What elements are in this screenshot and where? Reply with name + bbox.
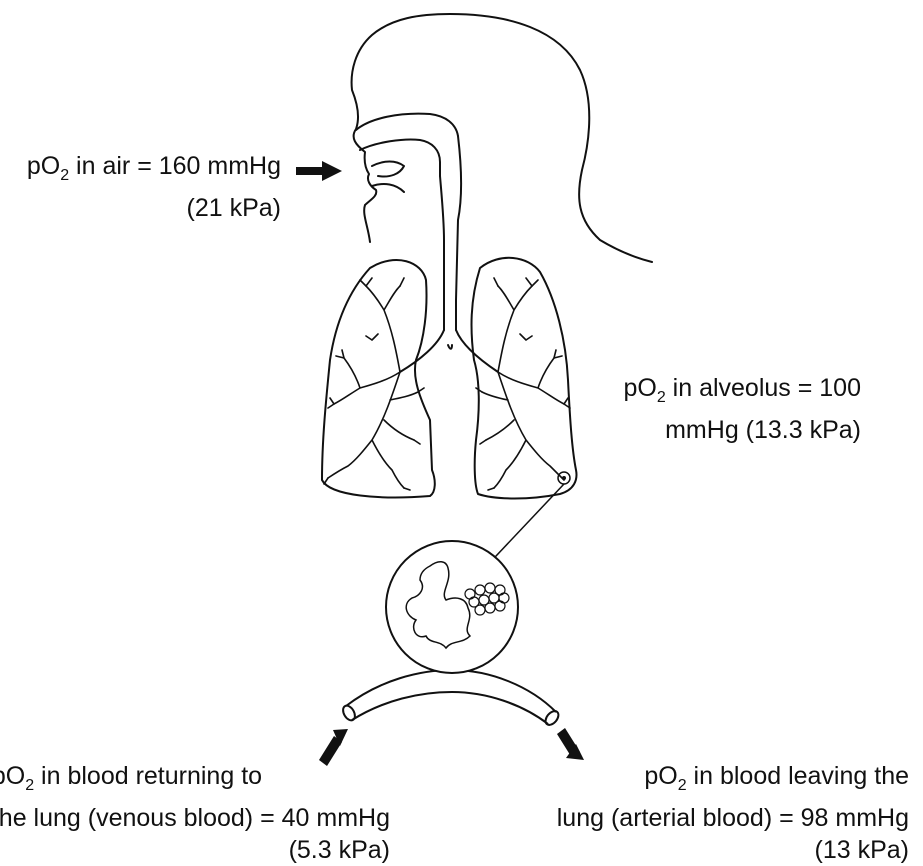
arrow-arterial-out xyxy=(557,728,584,760)
blood-vessel xyxy=(341,670,561,727)
left-bronchial-tree xyxy=(324,278,424,490)
pharynx xyxy=(456,136,461,330)
left-lung xyxy=(322,260,435,497)
label-arterial-blood: pO2 in blood leaving the lung (arterial … xyxy=(557,760,909,866)
head-outline xyxy=(352,14,652,262)
label-venous-blood: pO2 in blood returning to the lung (veno… xyxy=(0,760,390,866)
nasal-cavity xyxy=(356,114,458,136)
trachea-right-bronchus xyxy=(456,330,498,372)
label-air: pO2 in air = 160 mmHg (21 kPa) xyxy=(27,150,281,224)
label-alveolus: pO2 in alveolus = 100 mmHg (13.3 kPa) xyxy=(623,372,861,446)
arrow-into-mouth xyxy=(296,161,342,181)
